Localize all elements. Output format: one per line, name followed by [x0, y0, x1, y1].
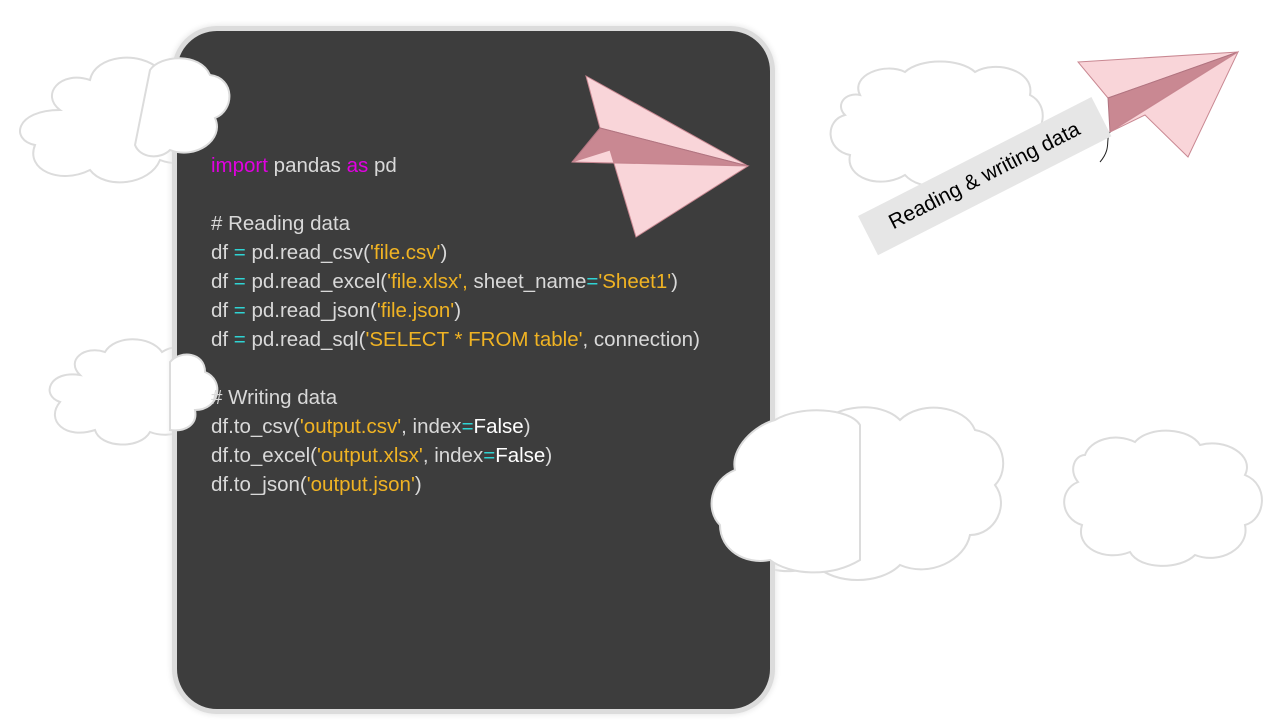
- code-token: False: [473, 415, 524, 438]
- code-line: # Reading data: [211, 209, 700, 238]
- code-token: df.to_json(: [211, 473, 307, 496]
- code-token: pandas: [267, 154, 347, 177]
- code-token: # Reading data: [211, 212, 351, 235]
- code-token: False: [495, 444, 546, 467]
- code-token: ): [671, 270, 678, 293]
- code-line: # Writing data: [211, 383, 700, 412]
- code-token: =: [483, 444, 496, 467]
- code-token: pd.read_excel(: [245, 270, 388, 293]
- code-token: import: [211, 154, 268, 177]
- code-token: , index: [401, 415, 462, 438]
- code-token: sheet_name: [467, 270, 587, 293]
- cloud-icon: [169, 353, 219, 432]
- code-token: df: [211, 270, 234, 293]
- paper-plane-icon: [1076, 50, 1240, 163]
- code-token: df: [211, 299, 234, 322]
- code-token: ): [523, 415, 531, 438]
- code-block: import pandas as pd # Reading data df = pd…: [211, 151, 700, 499]
- code-token: pd: [368, 154, 397, 177]
- code-line: df = pd.read_excel('file.xlsx', sheet_na…: [211, 267, 700, 296]
- code-token: 'output.xlsx': [316, 444, 423, 467]
- code-token: 'file.xlsx',: [387, 270, 468, 293]
- code-token: 'file.csv': [369, 241, 441, 264]
- code-token: ): [454, 299, 462, 322]
- code-line: df = pd.read_json('file.json'): [211, 296, 700, 325]
- code-token: =: [461, 415, 474, 438]
- paper-plane-icon: [570, 74, 750, 238]
- code-token: =: [233, 270, 246, 293]
- code-line: df = pd.read_csv('file.csv'): [211, 238, 700, 267]
- code-token: df.to_excel(: [211, 444, 317, 467]
- code-token: =: [233, 328, 246, 351]
- code-token: pd.read_json(: [245, 299, 377, 322]
- code-token: =: [586, 270, 599, 293]
- cloud-icon: [710, 409, 861, 574]
- code-token: 'SELECT * FROM table': [365, 328, 583, 351]
- code-token: ): [414, 473, 422, 496]
- code-line: df.to_json('output.json'): [211, 470, 700, 499]
- code-line: df.to_excel('output.xlsx', index=False): [211, 441, 700, 470]
- code-token: as: [346, 154, 369, 177]
- code-line: df = pd.read_sql('SELECT * FROM table', …: [211, 325, 700, 354]
- code-token: =: [233, 241, 246, 264]
- code-line: import pandas as pd: [211, 151, 700, 180]
- code-token: , index: [422, 444, 484, 467]
- code-token: 'output.csv': [299, 415, 402, 438]
- code-line: df.to_csv('output.csv', index=False): [211, 412, 700, 441]
- code-token: # Writing data: [211, 386, 338, 409]
- code-token: df: [211, 241, 234, 264]
- cloud-icon: [133, 57, 231, 158]
- code-token: ): [440, 241, 448, 264]
- code-token: pd.read_sql(: [245, 328, 366, 351]
- code-token: df.to_csv(: [211, 415, 300, 438]
- code-token: ): [545, 444, 553, 467]
- code-token: =: [233, 299, 246, 322]
- code-token: 'Sheet1': [598, 270, 672, 293]
- code-token: pd.read_csv(: [245, 241, 370, 264]
- code-token: , connection): [582, 328, 700, 351]
- cloud-icon: [1063, 429, 1263, 567]
- code-token: 'output.json': [306, 473, 415, 496]
- code-token: 'file.json': [376, 299, 455, 322]
- code-token: df: [211, 328, 234, 351]
